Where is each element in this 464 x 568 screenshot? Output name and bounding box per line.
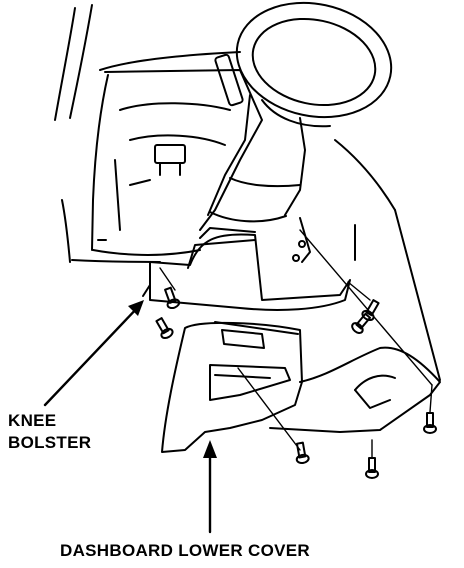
screw-icon [365,457,379,479]
screw-icon [361,299,380,322]
arrowhead-icon [203,440,217,458]
dashboard-lower-cover-label: DASHBOARD LOWER COVER [60,541,310,560]
knee-bolster-part [142,227,351,311]
dashboard-panel [61,69,263,263]
knee-bolster-label-line2: BOLSTER [8,433,92,452]
arrowhead-icon [128,300,144,316]
screw-icon [295,441,310,465]
windshield-edge [54,4,241,121]
screw-set [155,286,437,479]
screw-icon [351,312,372,334]
mounting-bracket-left [129,144,186,186]
screw-icon [155,317,174,340]
knee-bolster-label-line1: KNEE [8,411,57,430]
knee-bolster-label: KNEE BOLSTER [8,410,91,454]
dash-right-side [292,139,441,381]
screw-icon [164,286,181,310]
steering-wheel [235,1,393,128]
steering-column [207,53,306,223]
screw-icon [423,412,437,434]
leader-lines [159,229,433,459]
knee-bolster-arrow [43,303,142,407]
dashboard-lower-cover-part [161,321,441,453]
